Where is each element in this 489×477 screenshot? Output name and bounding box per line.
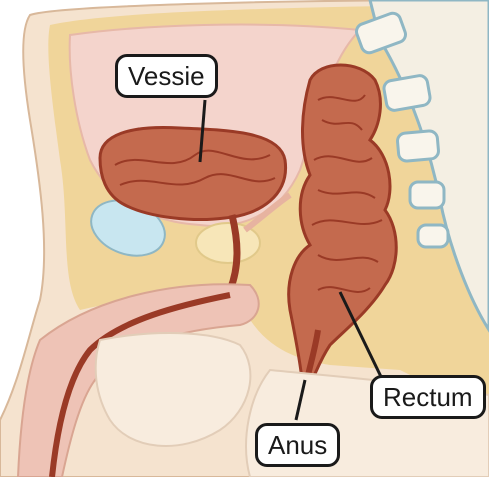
bladder (100, 127, 286, 219)
label-rectum: Rectum (370, 375, 486, 419)
label-vessie: Vessie (115, 54, 218, 98)
label-anus: Anus (255, 423, 340, 467)
